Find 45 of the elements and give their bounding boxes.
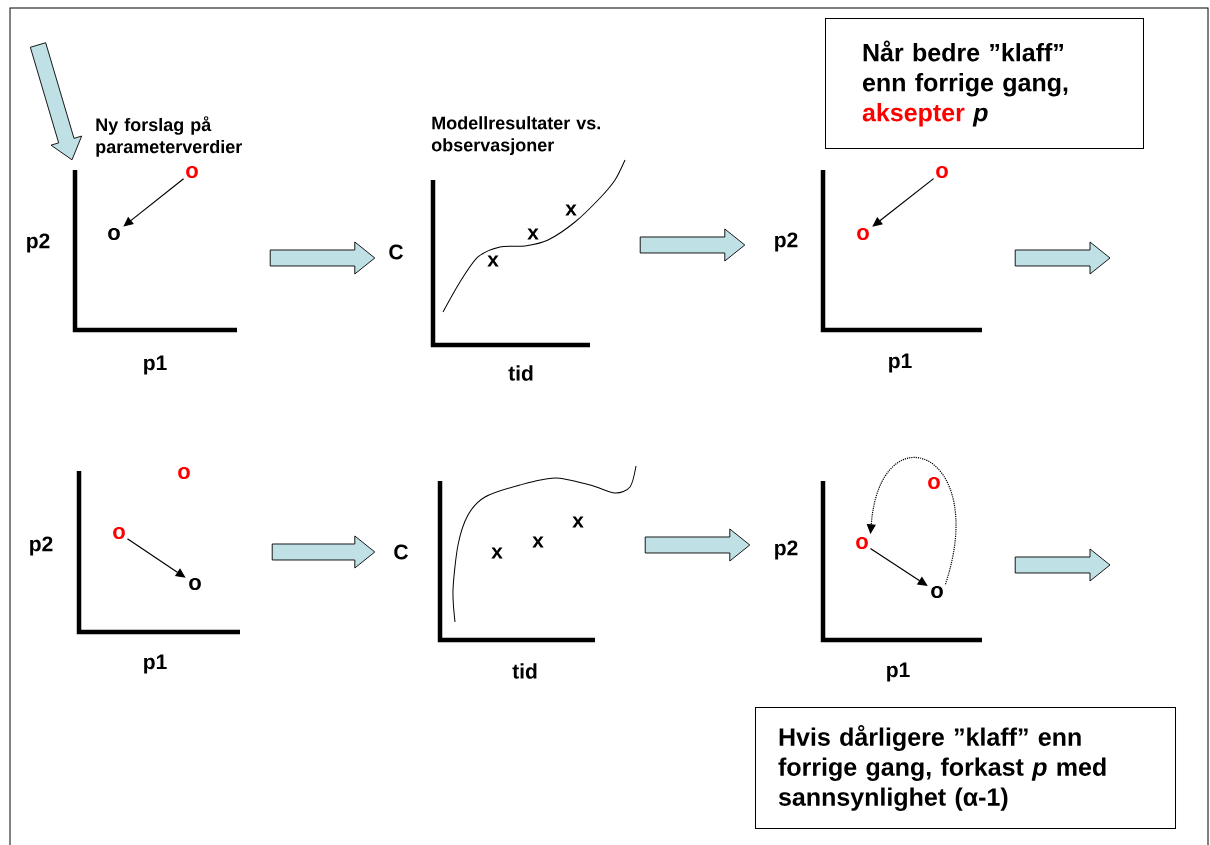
data-mark: x [491,547,503,559]
axis-label: p1 [887,662,910,682]
block-arrow [1014,241,1111,275]
block-arrow [1014,548,1111,582]
axis-label: p2 [30,536,53,556]
block-arrow [269,241,376,275]
axis-label: p1 [144,654,167,674]
axis-label: p1 [144,355,167,375]
point-marker: o [928,476,940,490]
point-marker: o [108,227,120,241]
block-arrow [639,228,746,262]
arrow [872,178,935,227]
point-marker: o [189,577,201,591]
point-marker: o [856,536,868,550]
note-box: Hvis dårligere ”klaff” enn forrige gang, forkast p med sannsynlighet (α-1) [755,707,1176,829]
plot-drawing [437,465,637,643]
block-arrow [29,42,83,161]
plot-drawing [430,159,626,348]
data-mark: x [565,204,577,216]
axis-label: C [394,544,408,560]
axis-label: p2 [775,540,798,560]
axis-label: p2 [775,232,798,252]
note-box: Når bedre ”klaff” enn forrige gang, aksepter p [825,18,1144,149]
axis-label: p1 [889,353,912,373]
point-marker: o [857,227,869,241]
point-marker: o [178,466,190,480]
point-marker: o [113,526,125,540]
point-marker: o [931,585,943,599]
arrow [869,547,928,586]
block-arrow [644,528,751,562]
arrow [866,456,957,585]
point-marker: o [186,165,198,179]
arrow [123,178,185,227]
data-mark: x [527,228,539,240]
panel-caption: Modellresultater vs. observasjoner [431,116,600,155]
panel-caption: Ny forslag på parameterverdier [96,116,242,157]
data-mark: x [487,255,499,267]
axis-label: p2 [27,233,50,253]
axis-label: tid [512,663,537,679]
block-arrow [271,535,376,569]
point-marker: o [936,165,948,179]
data-mark: x [572,516,584,528]
arrow [126,538,186,578]
axis-label: C [389,244,403,260]
data-mark: x [532,536,544,548]
